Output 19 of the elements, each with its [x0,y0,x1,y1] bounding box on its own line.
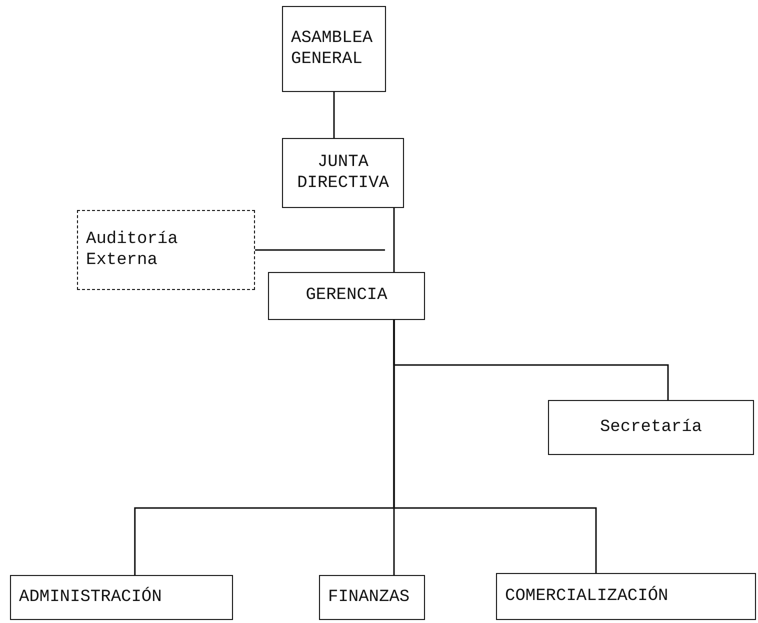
box-label: ADMINISTRACIÓN [19,586,162,608]
connector-line [333,92,335,138]
org-box [268,272,425,320]
box-label: FINANZAS [328,586,410,608]
box-label: Secretaría [600,416,702,438]
org-box [282,138,404,208]
org-box [319,575,425,620]
dashed-box [77,210,255,290]
box-label: COMERCIALIZACIÓN [505,586,668,608]
box-label: GERENCIA [306,285,388,307]
org-box [548,400,754,455]
org-box [282,6,386,92]
org-box [496,573,756,620]
connector-line [393,320,597,573]
box-label: ASAMBLEA GENERAL [291,28,374,70]
connector-line [255,249,385,251]
org-box [10,575,233,620]
box-label: Auditoría Externa [86,228,179,272]
box-label: JUNTA DIRECTIVA [296,152,390,194]
